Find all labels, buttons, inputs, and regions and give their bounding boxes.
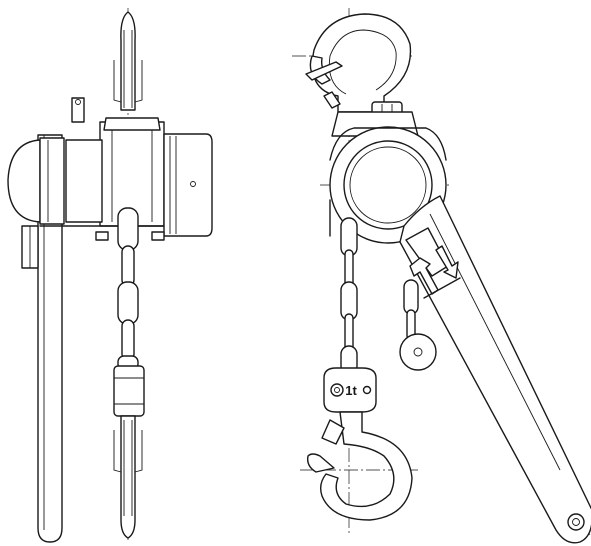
capacity-label: 1t <box>345 383 357 398</box>
side-gear-cover <box>163 133 213 237</box>
front-top-hook <box>305 13 412 113</box>
side-view <box>7 8 213 543</box>
side-lever-knob <box>7 137 65 225</box>
side-latch-pin <box>71 97 85 123</box>
side-bottom-block <box>113 365 145 417</box>
front-load-chain <box>340 217 358 375</box>
side-bolts <box>95 231 165 241</box>
front-lever-handle <box>399 195 591 544</box>
lever-end-hole <box>567 513 585 531</box>
bottom-hook-latch <box>321 419 345 445</box>
side-top-hook <box>113 11 143 111</box>
front-bottom-hook <box>306 411 413 521</box>
side-bottom-hook <box>113 415 143 539</box>
top-hook-latch <box>305 61 343 81</box>
front-bottom-block: 1t <box>323 367 377 413</box>
side-load-chain <box>117 207 139 371</box>
front-slack-chain <box>399 279 437 371</box>
down-arrow-icon <box>435 245 459 279</box>
chain-stopper <box>399 333 437 371</box>
front-view: 1t <box>292 8 591 544</box>
direction-selector <box>405 227 461 299</box>
side-cover-screw <box>190 181 196 187</box>
